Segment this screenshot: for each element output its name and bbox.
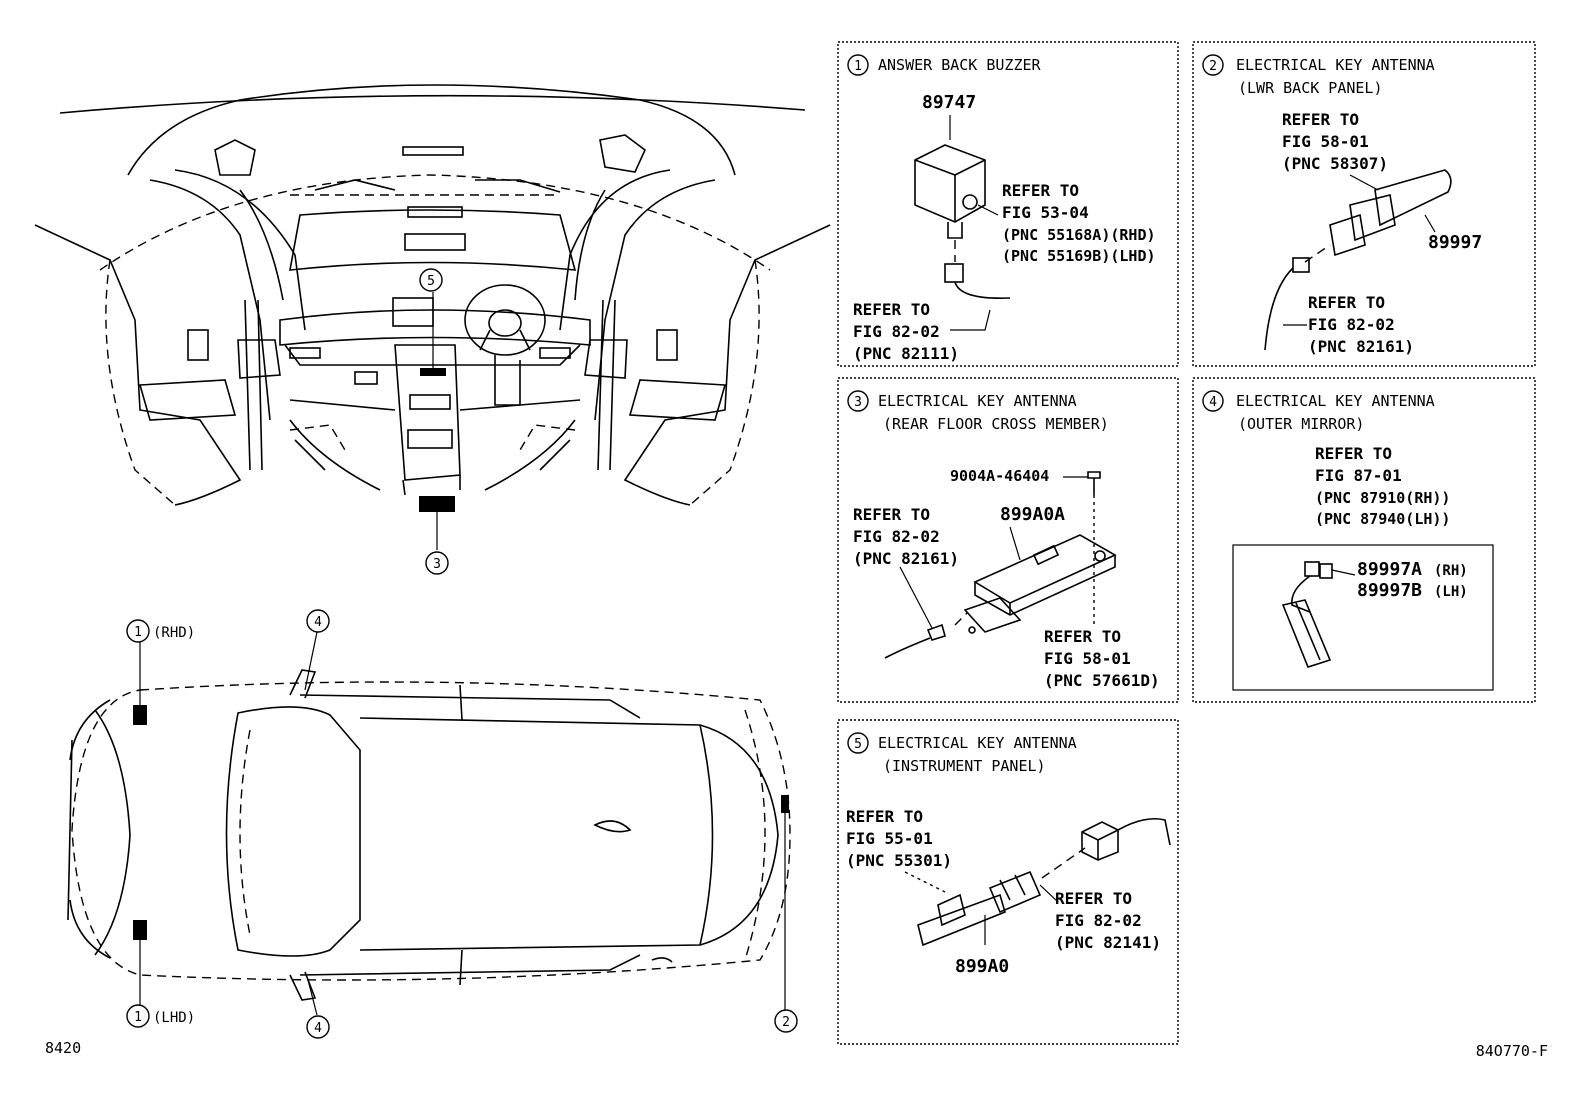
- panel-antenna-outer-mirror: 4 ELECTRICAL KEY ANTENNA (OUTER MIRROR) …: [1192, 377, 1536, 703]
- panel-title: ELECTRICAL KEY ANTENNA: [878, 734, 1077, 752]
- svg-text:(PNC 82161): (PNC 82161): [1308, 337, 1414, 356]
- buzzer-lhd-location: [133, 920, 147, 940]
- callout-1-rhd: 1 (RHD): [126, 619, 195, 643]
- panel-title: ELECTRICAL KEY ANTENNA: [1236, 392, 1435, 410]
- svg-text:(LH): (LH): [1434, 584, 1468, 600]
- svg-text:2: 2: [1209, 59, 1217, 74]
- svg-text:(PNC 87910(RH)): (PNC 87910(RH)): [1315, 489, 1450, 507]
- panel-title: ELECTRICAL KEY ANTENNA: [1236, 56, 1435, 74]
- antenna-5-location: [420, 368, 446, 376]
- svg-text:REFER TO: REFER TO: [853, 505, 930, 524]
- svg-text:(PNC 82161): (PNC 82161): [853, 549, 959, 568]
- svg-text:4: 4: [1209, 395, 1217, 410]
- svg-text:REFER TO: REFER TO: [846, 807, 923, 826]
- svg-text:5: 5: [427, 274, 435, 289]
- svg-text:(RH): (RH): [1434, 563, 1468, 579]
- svg-text:1: 1: [134, 1010, 142, 1025]
- svg-text:1: 1: [134, 625, 142, 640]
- panel-title: ANSWER BACK BUZZER: [878, 56, 1042, 74]
- panel-answer-back-buzzer: 1 ANSWER BACK BUZZER 89747 REFER TO FIG …: [837, 41, 1179, 367]
- svg-text:5: 5: [854, 737, 862, 752]
- part-number: 899A0: [955, 956, 1009, 977]
- panel-antenna-lwr-back: 2 ELECTRICAL KEY ANTENNA (LWR BACK PANEL…: [1192, 41, 1536, 367]
- interior-view: [34, 84, 831, 550]
- buzzer-rhd-location: [133, 705, 147, 725]
- panel-subtitle: (REAR FLOOR CROSS MEMBER): [883, 415, 1109, 433]
- part-number-rh: 89997A: [1357, 559, 1422, 580]
- svg-text:FIG 87-01: FIG 87-01: [1315, 466, 1402, 485]
- panel-subtitle: (INSTRUMENT PANEL): [883, 757, 1046, 775]
- panel-subtitle: (LWR BACK PANEL): [1238, 79, 1383, 97]
- svg-text:REFER TO: REFER TO: [1002, 181, 1079, 200]
- part-number: 89997: [1428, 232, 1482, 253]
- svg-text:(RHD): (RHD): [153, 625, 195, 641]
- svg-text:FIG 82-02: FIG 82-02: [853, 322, 940, 341]
- svg-text:FIG 82-02: FIG 82-02: [853, 527, 940, 546]
- antenna-3-location: [419, 496, 455, 512]
- part-number: 899A0A: [1000, 504, 1065, 525]
- svg-text:4: 4: [314, 615, 322, 630]
- svg-text:REFER TO: REFER TO: [1315, 444, 1392, 463]
- svg-text:FIG 53-04: FIG 53-04: [1002, 203, 1089, 222]
- svg-text:2: 2: [782, 1015, 790, 1030]
- panel-subtitle: (OUTER MIRROR): [1238, 415, 1364, 433]
- svg-text:REFER TO: REFER TO: [853, 300, 930, 319]
- svg-text:3: 3: [433, 557, 441, 572]
- callout-4-bottom: 4: [306, 1015, 330, 1039]
- callout-1-lhd: 1 (LHD): [126, 1004, 195, 1028]
- part-number: 89747: [922, 92, 976, 113]
- bolt-number: 9004A-46404: [950, 467, 1049, 485]
- svg-text:REFER TO: REFER TO: [1044, 627, 1121, 646]
- panel-antenna-rear-floor: 3 ELECTRICAL KEY ANTENNA (REAR FLOOR CRO…: [837, 377, 1179, 703]
- svg-text:(PNC 55301): (PNC 55301): [846, 851, 952, 870]
- svg-text:(PNC 58307): (PNC 58307): [1282, 154, 1388, 173]
- svg-text:3: 3: [854, 395, 862, 410]
- svg-text:REFER TO: REFER TO: [1055, 889, 1132, 908]
- svg-text:FIG 82-02: FIG 82-02: [1308, 315, 1395, 334]
- svg-text:(LHD): (LHD): [153, 1010, 195, 1026]
- callout-3: 3: [425, 551, 449, 575]
- antenna-2-location: [781, 795, 789, 813]
- callout-5: 5: [419, 268, 443, 292]
- svg-text:REFER TO: REFER TO: [1308, 293, 1385, 312]
- svg-text:FIG 58-01: FIG 58-01: [1044, 649, 1131, 668]
- panel-title: ELECTRICAL KEY ANTENNA: [878, 392, 1077, 410]
- callout-2: 2: [774, 1009, 798, 1033]
- part-number-lh: 89997B: [1357, 580, 1422, 601]
- callout-4-top: 4: [306, 609, 330, 633]
- svg-text:REFER TO: REFER TO: [1282, 110, 1359, 129]
- svg-text:FIG 55-01: FIG 55-01: [846, 829, 933, 848]
- car-top-view: [67, 631, 791, 1016]
- svg-text:(PNC 55168A)(RHD): (PNC 55168A)(RHD): [1002, 226, 1156, 244]
- svg-text:1: 1: [854, 59, 862, 74]
- svg-text:(PNC 55169B)(LHD): (PNC 55169B)(LHD): [1002, 247, 1156, 265]
- svg-text:FIG 58-01: FIG 58-01: [1282, 132, 1369, 151]
- svg-text:(PNC 82111): (PNC 82111): [853, 344, 959, 363]
- svg-text:FIG 82-02: FIG 82-02: [1055, 911, 1142, 930]
- svg-text:4: 4: [314, 1021, 322, 1036]
- panel-antenna-instrument: 5 ELECTRICAL KEY ANTENNA (INSTRUMENT PAN…: [837, 719, 1179, 1045]
- footer-right-code: 84O770-F: [1476, 1042, 1548, 1060]
- svg-text:(PNC 82141): (PNC 82141): [1055, 933, 1161, 952]
- svg-text:(PNC 87940(LH)): (PNC 87940(LH)): [1315, 510, 1450, 528]
- footer-left-code: 8420: [45, 1039, 81, 1057]
- svg-text:(PNC 57661D): (PNC 57661D): [1044, 671, 1160, 690]
